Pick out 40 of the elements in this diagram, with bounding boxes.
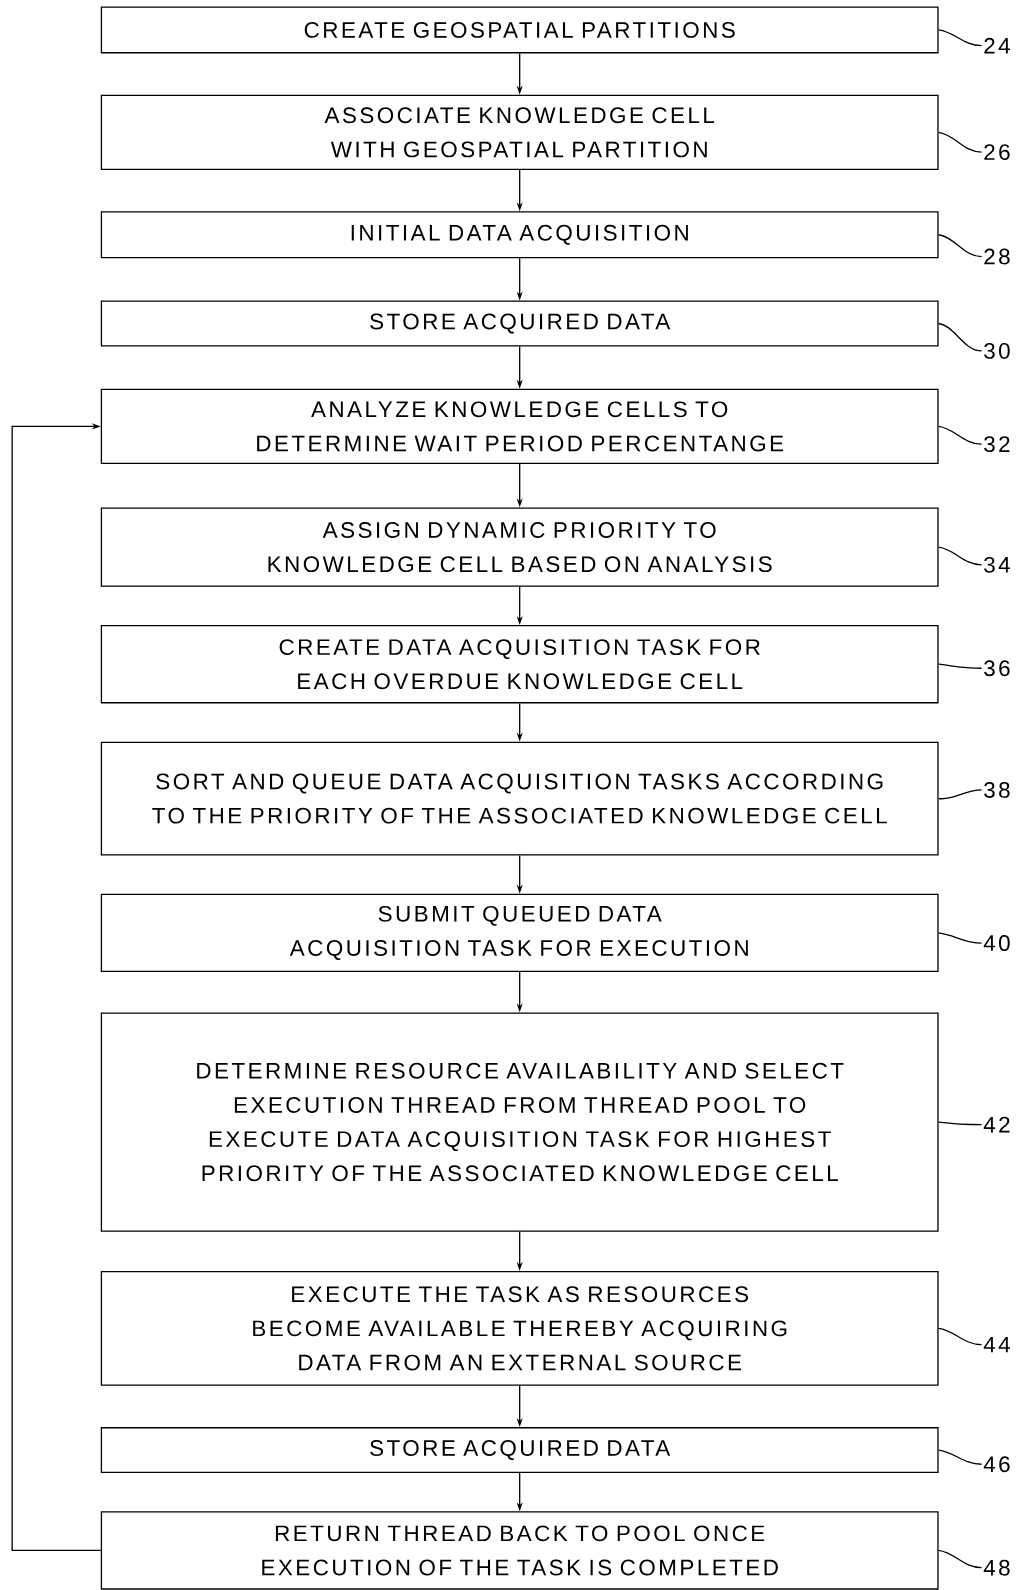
reference-number: 38: [983, 782, 1010, 798]
process-box: INITIAL DATA ACQUISITION: [100, 211, 939, 259]
process-box: STORE ACQUIRED DATA: [100, 300, 939, 347]
leader-line: [937, 29, 983, 47]
leader-line: [937, 1327, 983, 1346]
reference-number: 48: [983, 1559, 1010, 1576]
leader-line: [937, 546, 983, 566]
leader-line: [937, 322, 983, 352]
leader-line: [937, 131, 983, 153]
process-box: ANALYZE KNOWLEDGE CELLS TO DETERMINE WAIT PERIOD PERCENTANGE: [100, 388, 939, 465]
process-box: SORT AND QUEUE DATA ACQUISITION TASKS ACCORDING TO THE PRIORITY OF THE ASSOCIATED KNOWLEDGE CELL: [100, 741, 939, 856]
process-box: ASSOCIATE KNOWLEDGE CELL WITH GEOSPATIAL PARTITION: [100, 94, 939, 170]
process-box: CREATE GEOSPATIAL PARTITIONS: [100, 6, 939, 54]
reference-number: 46: [983, 1456, 1010, 1473]
feedback-arrow: [11, 423, 102, 1552]
leader-line: [937, 663, 983, 669]
process-box: DETERMINE RESOURCE AVAILABILITY AND SELECT EXECUTION THREAD FROM THREAD POOL TO EXECUTE DATA ACQUISITION TASK FOR HIGHEST PRIORITY OF THE ASSOCIATED KNOWLEDGE CELL: [100, 1012, 939, 1232]
process-box: ASSIGN DYNAMIC PRIORITY TO KNOWLEDGE CELL BASED ON ANALYSIS: [100, 507, 939, 587]
leader-line: [937, 425, 983, 445]
process-box: RETURN THREAD BACK TO POOL ONCE EXECUTION OF THE TASK IS COMPLETED: [100, 1511, 939, 1590]
reference-number: 42: [983, 1116, 1010, 1133]
leader-line: [937, 1121, 983, 1126]
process-box: EXECUTE THE TASK AS RESOURCES BECOME AVAILABLE THEREBY ACQUIRING DATA FROM AN EXTERNAL SOURCE: [100, 1270, 939, 1386]
leader-line: [937, 1449, 983, 1465]
reference-number: 32: [983, 436, 1010, 453]
process-box: SUBMIT QUEUED DATA ACQUISITION TASK FOR EXECUTION: [100, 893, 939, 973]
leader-line: [937, 234, 983, 258]
reference-number: 24: [984, 37, 1010, 54]
reference-number: 28: [984, 248, 1010, 265]
leader-line: [937, 1549, 983, 1569]
leader-line: [937, 789, 983, 800]
reference-number: 34: [983, 556, 1010, 573]
reference-number: 26: [984, 144, 1010, 161]
reference-number: 40: [983, 935, 1010, 951]
process-box: CREATE DATA ACQUISITION TASK FOR EACH OVERDUE KNOWLEDGE CELL: [100, 625, 939, 704]
process-box: STORE ACQUIRED DATA: [100, 1427, 939, 1474]
leader-line: [937, 932, 983, 944]
reference-number: 44: [983, 1336, 1010, 1353]
reference-number: 36: [983, 660, 1010, 677]
reference-number: 30: [983, 342, 1010, 359]
